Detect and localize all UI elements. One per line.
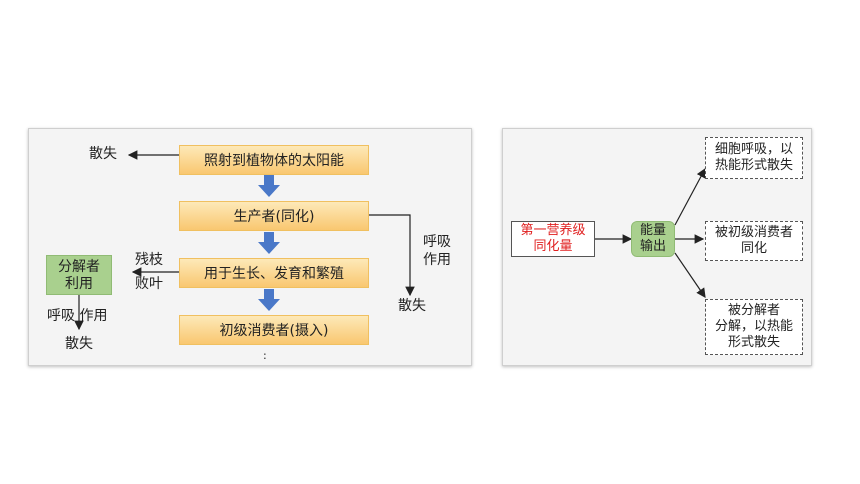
right-connectors [595, 167, 706, 298]
respiration-label-2: 作用 [423, 252, 451, 268]
energy-output-panel: 第一营养级 同化量 能量 输出 细胞呼吸，以 热能形式散失 被初级消费者 同化 … [502, 128, 812, 366]
out2-line1: 被初级消费者 [714, 225, 793, 240]
arrow-respiration-loss [369, 214, 415, 297]
output-consumer-box: 被初级消费者 同化 [705, 221, 803, 261]
blue-arrow-3 [258, 289, 280, 311]
blue-arrow-1 [258, 175, 280, 197]
arrow-hub-to-out3 [674, 252, 706, 298]
primary-consumer-box: 初级消费者(摄入) [179, 315, 369, 345]
respiration-label-1: 呼吸 [423, 234, 451, 250]
decomposer-respiration-label: 呼吸 作用 [47, 308, 108, 324]
energy-output-hub: 能量 输出 [631, 221, 675, 257]
decomposer-box: 分解者 利用 [46, 255, 112, 295]
arrow-hub-to-out1 [674, 167, 706, 226]
producer-box: 生产者(同化) [179, 201, 369, 231]
out1-line1: 细胞呼吸，以 [714, 142, 793, 157]
output-decomposer-box: 被分解者 分解，以热能 形式散失 [705, 299, 803, 355]
source-line2: 同化量 [533, 239, 573, 254]
loss-top-label: 散失 [89, 146, 117, 162]
output-respiration-box: 细胞呼吸，以 热能形式散失 [705, 137, 803, 179]
hub-line2: 输出 [639, 239, 666, 254]
out2-line2: 同化 [740, 241, 767, 256]
decomposer-line1: 分解者 [58, 259, 100, 275]
left-connectors [74, 150, 415, 331]
out3-line2: 分解，以热能 [714, 319, 793, 334]
blue-down-arrows [258, 175, 280, 311]
loss-right-label: 散失 [398, 298, 426, 314]
loss-bottom-label: 散失 [65, 336, 93, 352]
residue-label-1: 残枝 [135, 252, 163, 268]
decomposer-line2: 利用 [65, 276, 93, 292]
out1-line2: 热能形式散失 [714, 158, 793, 173]
out3-line1: 被分解者 [727, 303, 780, 318]
growth-box: 用于生长、发育和繁殖 [179, 258, 369, 288]
energy-flow-panel: 照射到植物体的太阳能 生产者(同化) 用于生长、发育和繁殖 初级消费者(摄入) … [28, 128, 472, 366]
hub-line1: 能量 [639, 223, 666, 238]
source-line1: 第一营养级 [520, 223, 586, 238]
first-trophic-level-box: 第一营养级 同化量 [511, 221, 595, 257]
out3-line3: 形式散失 [727, 335, 780, 350]
footnote-mark: : [263, 349, 267, 362]
residue-label-2: 败叶 [135, 276, 163, 292]
sunlight-box: 照射到植物体的太阳能 [179, 145, 369, 175]
blue-arrow-2 [258, 232, 280, 254]
